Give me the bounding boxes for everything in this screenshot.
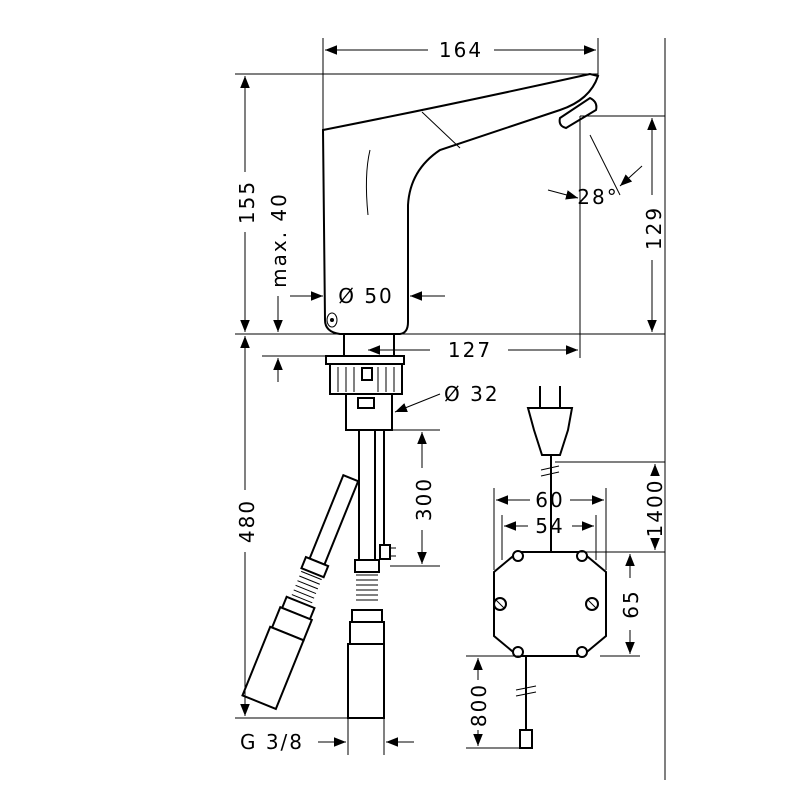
dim-164: 164: [439, 38, 483, 62]
control-box: [493, 540, 607, 749]
dim-480: 480: [235, 499, 259, 543]
dim-60: 60: [535, 488, 564, 512]
dim-800: 800: [467, 683, 491, 727]
power-plug: [526, 386, 574, 540]
dim-diameter-50: Ø 50: [338, 284, 394, 308]
dim-max-40: max. 40: [267, 192, 291, 288]
dim-angle-28: 28°: [577, 185, 618, 209]
mounting-assembly: [325, 333, 405, 431]
dim-g-3-8: G 3/8: [240, 730, 304, 754]
dim-54: 54: [535, 514, 564, 538]
dimension-labels: 164 155 max. 40 Ø 50 129 28° 127 Ø 32 48…: [235, 38, 667, 754]
dim-300: 300: [412, 477, 436, 521]
supply-hoses: [241, 429, 396, 719]
dim-155: 155: [235, 180, 259, 224]
dim-1400: 1400: [643, 479, 667, 538]
dim-129: 129: [642, 206, 666, 250]
dim-65: 65: [619, 589, 643, 618]
dim-127: 127: [448, 338, 492, 362]
dimension-lines: [235, 38, 666, 780]
dim-diameter-32: Ø 32: [444, 382, 500, 406]
